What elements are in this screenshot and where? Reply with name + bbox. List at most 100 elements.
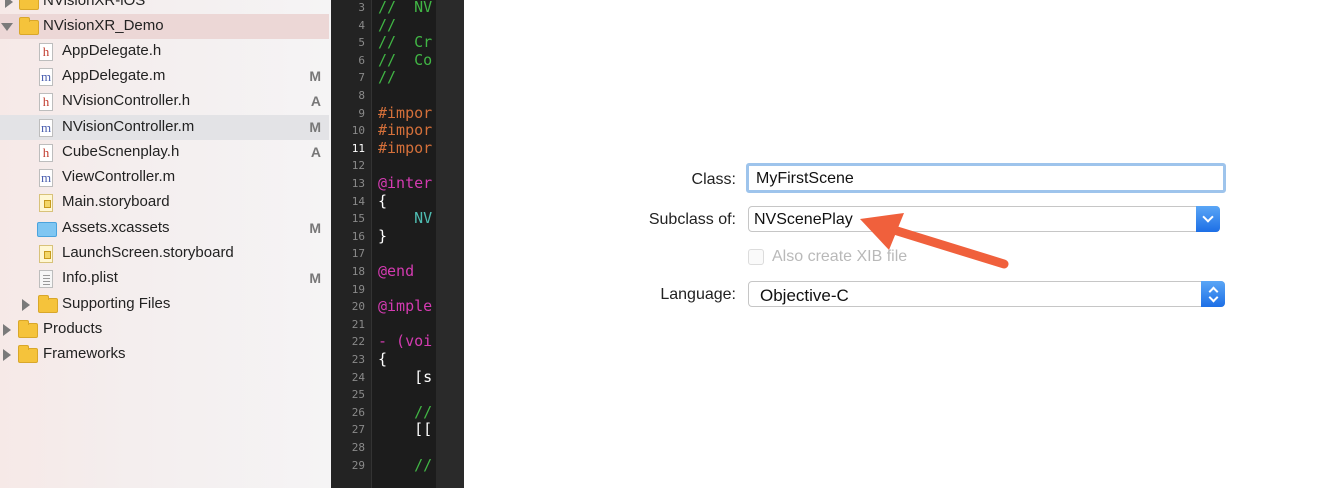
navigator-item-label: ViewController.m [62, 168, 176, 185]
code-line[interactable]: #impor [378, 103, 433, 122]
disclosure-triangle-icon[interactable] [3, 324, 11, 336]
navigator-file-main-storyboard[interactable]: Main.storyboard [0, 190, 329, 215]
code-line[interactable]: @end [378, 262, 415, 280]
navigator-row-nvisionxr-ios[interactable]: NVisionXR-iOS [0, 0, 329, 14]
code-line[interactable]: @imple [378, 297, 433, 316]
navigator-file-nvisioncontroller-m[interactable]: m NVisionController.m M [0, 115, 329, 140]
code-line[interactable]: // Cr [378, 33, 433, 52]
line-number: 8 [358, 89, 365, 102]
asset-catalog-icon [37, 222, 57, 237]
disclosure-triangle-icon[interactable] [5, 0, 13, 8]
line-number: 5 [358, 36, 365, 50]
folder-icon [18, 345, 38, 363]
disclosure-triangle-icon[interactable] [3, 349, 11, 361]
language-value: Objective-C [760, 286, 849, 305]
navigator-file-cubescnenplay-h[interactable]: h CubeScnenplay.h A [0, 140, 329, 165]
code-line[interactable]: NV [378, 209, 433, 228]
code-line[interactable]: } [378, 226, 388, 245]
navigator-item-label: AppDelegate.m [62, 67, 166, 84]
subclass-label: Subclass of: [648, 211, 736, 228]
code-line[interactable]: // [378, 68, 397, 87]
line-number: 22 [351, 335, 365, 349]
code-line[interactable]: [[ [378, 420, 433, 439]
folder-icon [19, 17, 39, 35]
line-number: 24 [351, 370, 365, 384]
language-popup-button[interactable] [1201, 281, 1225, 307]
navigator-file-assets-xcassets[interactable]: Assets.xcassets M [0, 216, 329, 241]
code-line[interactable]: { [378, 350, 388, 368]
scm-status-badge: M [309, 220, 321, 236]
code-line[interactable]: // [378, 402, 433, 421]
navigator-group-nvisionxr-demo[interactable]: NVisionXR_Demo [0, 14, 329, 39]
editor-dimmed-edge [436, 0, 464, 488]
code-line[interactable]: // NV [378, 0, 433, 16]
line-number: 7 [358, 71, 365, 85]
code-line[interactable]: - (voi [378, 332, 433, 351]
also-create-xib-checkbox[interactable] [748, 249, 764, 265]
navigator-group-supporting-files[interactable]: Supporting Files [0, 292, 329, 317]
line-number: 6 [358, 53, 365, 67]
scm-status-badge: A [310, 93, 321, 109]
folder-icon [38, 295, 58, 313]
navigator-item-label: Main.storyboard [62, 193, 170, 210]
navigator-file-nvisioncontroller-h[interactable]: h NVisionController.h A [0, 89, 329, 114]
objc-file-icon: m [39, 169, 53, 187]
navigator-file-launchscreen-storyboard[interactable]: LaunchScreen.storyboard [0, 241, 329, 266]
code-line[interactable]: // [378, 15, 397, 34]
disclosure-triangle-icon[interactable] [22, 299, 30, 311]
class-name-input[interactable]: MyFirstScene [746, 163, 1226, 193]
class-label: Class: [691, 171, 736, 188]
line-number: 25 [351, 388, 365, 402]
line-number: 27 [351, 423, 365, 437]
navigator-group-products[interactable]: Products [0, 317, 329, 342]
scm-status-badge: M [309, 270, 321, 286]
header-file-icon: h [39, 43, 53, 61]
navigator-item-label: NVisionXR-iOS [43, 0, 146, 9]
line-number: 17 [351, 247, 365, 261]
disclosure-triangle-icon[interactable] [1, 23, 13, 31]
line-number: 11 [351, 141, 365, 155]
also-create-xib-label: Also create XIB file [772, 248, 908, 265]
line-number: 21 [351, 317, 365, 331]
header-file-icon: h [39, 144, 53, 162]
new-file-options-dialog: Class: MyFirstScene Subclass of: NVScene… [464, 0, 1324, 488]
storyboard-icon [39, 194, 53, 212]
line-number: 12 [351, 159, 365, 173]
storyboard-icon [39, 245, 53, 263]
scm-status-badge: M [309, 119, 321, 135]
code-line[interactable]: { [378, 191, 388, 210]
line-number: 10 [351, 124, 365, 138]
subclass-dropdown-button[interactable] [1196, 206, 1220, 232]
navigator-file-appdelegate-m[interactable]: m AppDelegate.m M [0, 64, 329, 89]
navigator-file-info-plist[interactable]: Info.plist M [0, 266, 329, 291]
navigator-group-frameworks[interactable]: Frameworks [0, 342, 329, 367]
code-line[interactable]: // Co [378, 50, 433, 69]
code-line[interactable]: #impor [378, 138, 433, 157]
language-label: Language: [660, 286, 736, 303]
navigator-file-viewcontroller-m[interactable]: m ViewController.m [0, 165, 329, 190]
code-line[interactable]: #impor [378, 121, 433, 140]
line-number: 20 [351, 300, 365, 314]
subclass-combobox[interactable]: NVScenePlay [748, 206, 1220, 232]
navigator-item-label: CubeScnenplay.h [62, 143, 180, 160]
navigator-item-label: LaunchScreen.storyboard [62, 244, 234, 261]
language-popup[interactable]: Objective-C [748, 281, 1225, 307]
line-number: 14 [351, 194, 365, 208]
line-number: 16 [351, 229, 365, 243]
subclass-value: NVScenePlay [754, 211, 853, 228]
code-line[interactable]: @inter [378, 174, 433, 192]
line-number: 28 [351, 441, 365, 454]
navigator-item-label: Supporting Files [62, 295, 171, 312]
navigator-item-label: AppDelegate.h [62, 42, 162, 59]
plist-icon [39, 270, 53, 288]
code-line[interactable]: [s [378, 367, 433, 386]
navigator-file-appdelegate-h[interactable]: h AppDelegate.h [0, 39, 329, 64]
navigator-item-label: NVisionController.h [62, 92, 191, 109]
project-navigator: NVisionXR-iOS NVisionXR_Demo h AppDelega… [0, 0, 332, 488]
navigator-item-label: Info.plist [62, 269, 118, 286]
objc-file-icon: m [39, 119, 53, 137]
folder-icon [18, 320, 38, 338]
code-line[interactable]: // [378, 455, 433, 474]
